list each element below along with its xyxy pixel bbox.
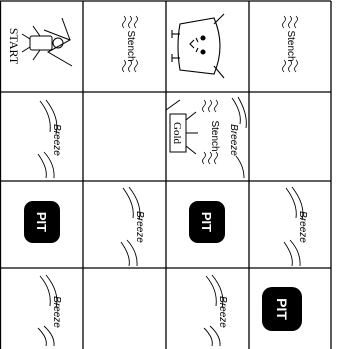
pit-label: PIT xyxy=(274,298,290,320)
pit-label: PIT xyxy=(34,212,49,232)
pit-icon: PIT xyxy=(189,201,225,243)
breeze-icon: Breeze xyxy=(38,100,62,178)
breeze-icon: Breeze xyxy=(121,187,145,266)
stench-label: Stench xyxy=(125,30,136,61)
stench-icon: Stench xyxy=(203,100,221,164)
breeze-label: Breeze xyxy=(217,296,228,328)
gold-label: Gold xyxy=(171,122,183,145)
breeze-icon: Breeze xyxy=(284,187,308,266)
stench-icon: Stench xyxy=(283,16,298,72)
stench-label: Stench xyxy=(209,120,220,151)
breeze-label: Breeze xyxy=(51,296,62,328)
cell-start: START xyxy=(7,18,72,66)
breeze-label: Breeze xyxy=(51,124,62,156)
stench-icon: Stench xyxy=(123,16,138,72)
wumpus-icon xyxy=(172,14,224,78)
gold-cell: Breeze Stench Gold xyxy=(166,97,246,178)
gold-icon: Gold xyxy=(166,100,198,154)
breeze-label: Breeze xyxy=(134,211,145,243)
breeze-label: Breeze xyxy=(297,211,308,243)
pit-icon: PIT xyxy=(24,201,60,243)
agent-icon xyxy=(22,18,72,66)
start-label: START xyxy=(7,28,21,65)
breeze-icon: Breeze xyxy=(204,275,228,346)
pit-icon: PIT xyxy=(262,287,302,331)
stench-label: Stench xyxy=(285,30,296,61)
pit-label: PIT xyxy=(199,212,214,232)
breeze-icon: Breeze xyxy=(228,97,246,178)
breeze-label: Breeze xyxy=(228,124,239,156)
breeze-icon: Breeze xyxy=(38,275,62,346)
